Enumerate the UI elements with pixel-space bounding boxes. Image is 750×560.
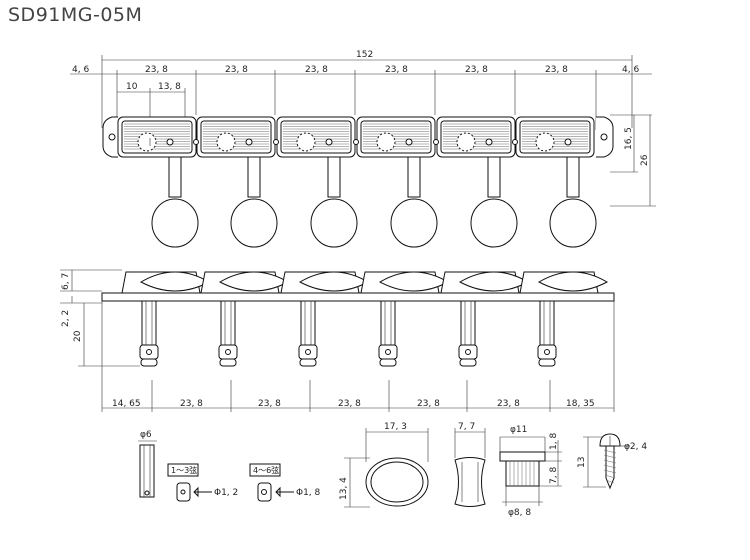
label-strings-1-3: 1～3弦 xyxy=(171,465,197,475)
dim-hole-2: Φ1, 8 xyxy=(296,488,321,498)
tuner-unit-top xyxy=(193,116,278,248)
dim-button-height: 6, 7 xyxy=(61,273,71,290)
tuner-unit-side xyxy=(519,271,609,367)
dim-bottom-6: 23, 8 xyxy=(497,399,520,409)
side-dimensions: 6, 7 2, 2 20 14, 65 23, 8 23, 8 23, 8 23… xyxy=(60,269,615,412)
tuner-unit-side xyxy=(121,271,211,367)
dim-bushing-bottom-dia: φ8, 8 xyxy=(508,508,531,518)
dim-pitch-5: 23, 8 xyxy=(465,65,488,75)
tuner-strip-side-view xyxy=(101,271,615,367)
detail-post: φ6 1～3弦 Φ1, 2 4～6弦 Φ1, 8 xyxy=(138,430,321,502)
dim-hole-offset-b: 13, 8 xyxy=(158,82,181,92)
dim-pitch-2: 23, 8 xyxy=(225,65,248,75)
dim-button-width: 17, 3 xyxy=(384,422,407,432)
top-dimensions: 152 4, 6 4, 6 23, 8 23, 8 23, 8 23, 8 23… xyxy=(70,50,656,207)
detail-screw: 13 φ2, 4 xyxy=(577,433,647,490)
detail-button: 17, 3 13, 4 7, 7 xyxy=(339,422,486,508)
tuner-unit-side xyxy=(280,271,370,367)
tuner-unit-top xyxy=(433,116,518,248)
dim-bottom-7: 18, 35 xyxy=(566,399,595,409)
dim-plate-thickness: 2, 2 xyxy=(61,310,71,327)
dim-bottom-2: 23, 8 xyxy=(180,399,203,409)
page-title: SD91MG-05M xyxy=(8,4,143,26)
dim-pitch-6: 23, 8 xyxy=(545,65,568,75)
dim-bottom-5: 23, 8 xyxy=(417,399,440,409)
arrow-icon xyxy=(193,486,212,498)
dim-end-left: 4, 6 xyxy=(72,65,89,75)
dim-overall-width: 152 xyxy=(356,50,373,60)
dim-button-thickness: 7, 7 xyxy=(458,422,475,432)
detail-bushing: φ11 φ8, 8 1, 8 7, 8 xyxy=(499,425,562,518)
dim-plate-height: 16, 5 xyxy=(624,127,634,150)
tuner-unit-top xyxy=(117,116,199,248)
dim-bottom-1: 14, 65 xyxy=(112,399,141,409)
dim-hole-offset-a: 10 xyxy=(126,82,138,92)
label-strings-4-6: 4～6弦 xyxy=(253,465,279,475)
tuner-unit-top xyxy=(273,116,358,248)
dim-total-height: 26 xyxy=(640,154,650,166)
tuner-unit-top xyxy=(353,116,438,248)
dim-post-length: 20 xyxy=(73,330,83,342)
dim-pitch-4: 23, 8 xyxy=(385,65,408,75)
dim-screw-length: 13 xyxy=(577,457,587,468)
tuner-unit-side xyxy=(200,271,290,367)
dim-hole-1: Φ1, 2 xyxy=(214,488,238,498)
dim-bushing-flange: 1, 8 xyxy=(549,433,559,450)
dim-pitch-1: 23, 8 xyxy=(145,65,168,75)
dim-bushing-top-dia: φ11 xyxy=(510,425,527,435)
tuner-strip-top-view xyxy=(102,116,614,248)
dim-screw-dia: φ2, 4 xyxy=(624,442,647,452)
dim-post-dia: φ6 xyxy=(140,430,152,440)
dim-pitch-3: 23, 8 xyxy=(305,65,328,75)
tuner-unit-side xyxy=(360,271,450,367)
tuner-unit-top xyxy=(512,116,597,248)
dim-bushing-height: 7, 8 xyxy=(549,467,559,484)
tuner-unit-side xyxy=(440,271,530,367)
dim-bottom-3: 23, 8 xyxy=(258,399,281,409)
arrow-icon xyxy=(275,486,294,498)
dim-button-height-detail: 13, 4 xyxy=(339,477,349,500)
dim-bottom-4: 23, 8 xyxy=(338,399,361,409)
dim-end-right: 4, 6 xyxy=(622,65,639,75)
